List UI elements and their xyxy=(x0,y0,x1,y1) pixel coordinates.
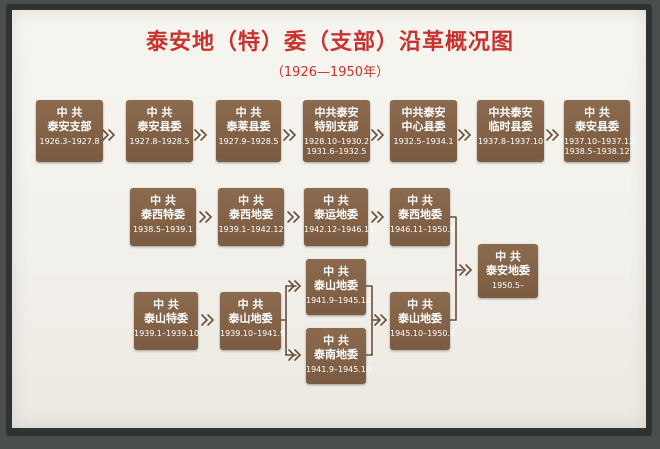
node-line2: 泰安县委 xyxy=(137,120,182,133)
node-line2: 泰西地委 xyxy=(398,208,442,221)
node-dates: 1926.3–1927.8 xyxy=(39,137,100,146)
node-line1: 中 共 xyxy=(235,106,262,119)
node-taixi-prefecture-committee-1946: 中 共 泰西地委 1946.11–1950.5 xyxy=(390,188,456,246)
node-dates: 1939.1–1942.12 xyxy=(218,225,284,234)
node-dates: 1937.8–1937.10 xyxy=(477,137,544,146)
node-taian-branch: 中 共 泰安支部 1926.3–1927.8 xyxy=(36,100,103,162)
node-taishan-special-committee: 中 共 泰山特委 1939.1–1939.10 xyxy=(134,292,200,350)
node-taixi-prefecture-committee-1939: 中 共 泰西地委 1939.1–1942.12 xyxy=(218,188,284,246)
node-dates: 1931.6–1932.5 xyxy=(306,147,367,156)
node-taian-prefecture-committee-1950: 中 共 泰安地委 1950.5– xyxy=(478,244,538,298)
node-line2: 泰安支部 xyxy=(47,120,92,133)
node-dates: 1941.9–1945.10 xyxy=(306,296,372,305)
node-line2: 泰山地委 xyxy=(314,279,358,292)
node-line1: 中 共 xyxy=(407,194,433,207)
node-dates: 1927.8–1928.5 xyxy=(129,137,190,146)
node-dates: 1942.12–1946.11 xyxy=(304,225,375,234)
node-line2: 泰安县委 xyxy=(575,120,619,133)
node-line2: 泰山地委 xyxy=(398,312,442,325)
node-dates: 1950.5– xyxy=(492,281,524,290)
node-tailai-county-committee: 中 共 泰莱县委 1927.9–1928.5 xyxy=(216,100,281,162)
node-dates: 1932.5–1934.1 xyxy=(393,137,454,146)
node-line2: 中心县委 xyxy=(401,120,446,133)
merge-n16-connector xyxy=(365,285,388,356)
arrow-n8-n9 xyxy=(199,211,213,223)
node-taishan-prefecture-committee-1945: 中 共 泰山地委 1945.10–1950.5 xyxy=(390,292,456,350)
node-line2: 泰西地委 xyxy=(229,208,273,221)
arrow-n5-n6 xyxy=(458,129,472,141)
node-dates: 1937.10–1937.12 xyxy=(564,137,635,146)
node-line1: 中 共 xyxy=(495,250,521,263)
node-dates: 1928.10–1930.2 xyxy=(303,137,370,146)
chart-subtitle: （1926—1950年） xyxy=(270,65,390,80)
arrow-n4-n5 xyxy=(371,129,385,141)
node-line1: 中 共 xyxy=(237,298,264,311)
node-line2: 泰运地委 xyxy=(314,208,358,221)
node-line2: 泰山地委 xyxy=(228,312,273,325)
arrow-n2-n3 xyxy=(194,129,208,141)
node-line2: 特别支部 xyxy=(314,120,359,133)
node-taian-special-branch: 中共泰安 特别支部 1928.10–1930.2 1931.6–1932.5 xyxy=(303,100,370,162)
arrow-n1-n2 xyxy=(102,129,116,141)
node-line1: 中 共 xyxy=(323,194,349,207)
node-line1: 中 共 xyxy=(407,298,433,311)
node-line1: 中共泰安 xyxy=(314,106,359,119)
node-dates: 1927.9–1928.5 xyxy=(218,137,279,146)
node-line1: 中 共 xyxy=(323,265,349,278)
node-line2: 泰安地委 xyxy=(486,264,530,277)
node-line1: 中 共 xyxy=(153,298,179,311)
node-line1: 中共泰安 xyxy=(401,106,446,119)
node-dates: 1938.5–1938.12 xyxy=(564,147,630,156)
node-taishan-prefecture-committee-1939: 中 共 泰山地委 1939.10–1941.9 xyxy=(220,292,286,350)
arrow-n6-n7 xyxy=(546,129,560,141)
node-dates: 1939.1–1939.10 xyxy=(134,329,200,338)
arrow-n3-n4 xyxy=(283,129,297,141)
node-tainan-prefecture-committee: 中 共 泰南地委 1941.9–1945.10 xyxy=(306,328,372,384)
node-dates: 1938.5–1939.1 xyxy=(133,225,193,234)
node-line1: 中 共 xyxy=(323,334,349,347)
node-taian-central-county-committee: 中共泰安 中心县委 1932.5–1934.1 xyxy=(390,100,457,162)
node-dates: 1945.10–1950.5 xyxy=(390,329,456,338)
node-dates: 1939.10–1941.9 xyxy=(220,329,286,338)
node-line1: 中 共 xyxy=(238,194,264,207)
node-line1: 中 共 xyxy=(150,194,176,207)
node-taiyun-prefecture-committee: 中 共 泰运地委 1942.12–1946.11 xyxy=(304,188,375,246)
node-line1: 中 共 xyxy=(146,106,173,119)
node-taian-county-committee-1927: 中 共 泰安县委 1927.8–1928.5 xyxy=(126,100,193,162)
node-line2: 泰西特委 xyxy=(141,208,185,221)
node-line2: 泰南地委 xyxy=(314,348,358,361)
chart-title: 泰安地（特）委（支部）沿革概况图 xyxy=(145,30,514,55)
node-dates: 1941.9–1945.10 xyxy=(306,365,372,374)
arrow-n9-n10 xyxy=(287,211,301,223)
split-n13-connector xyxy=(280,280,302,361)
node-taixi-special-committee: 中 共 泰西特委 1938.5–1939.1 xyxy=(130,188,196,246)
node-taian-provisional-county-committee: 中共泰安 临时县委 1937.8–1937.10 xyxy=(477,100,544,162)
node-line1: 中 共 xyxy=(584,106,610,119)
node-line1: 中共泰安 xyxy=(488,106,533,119)
node-line2: 临时县委 xyxy=(488,120,533,133)
node-dates: 1946.11–1950.5 xyxy=(390,225,456,234)
node-line1: 中 共 xyxy=(56,106,83,119)
node-line2: 泰莱县委 xyxy=(226,120,271,133)
arrow-n10-n11 xyxy=(371,211,385,223)
node-taian-county-committee-1937: 中 共 泰安县委 1937.10–1937.12 1938.5–1938.12 xyxy=(564,100,635,162)
node-line2: 泰山特委 xyxy=(144,312,188,325)
node-taishan-prefecture-committee-1941: 中 共 泰山地委 1941.9–1945.10 xyxy=(306,259,372,315)
arrow-n12-n13 xyxy=(201,314,215,326)
merge-n17-connector xyxy=(449,216,473,321)
